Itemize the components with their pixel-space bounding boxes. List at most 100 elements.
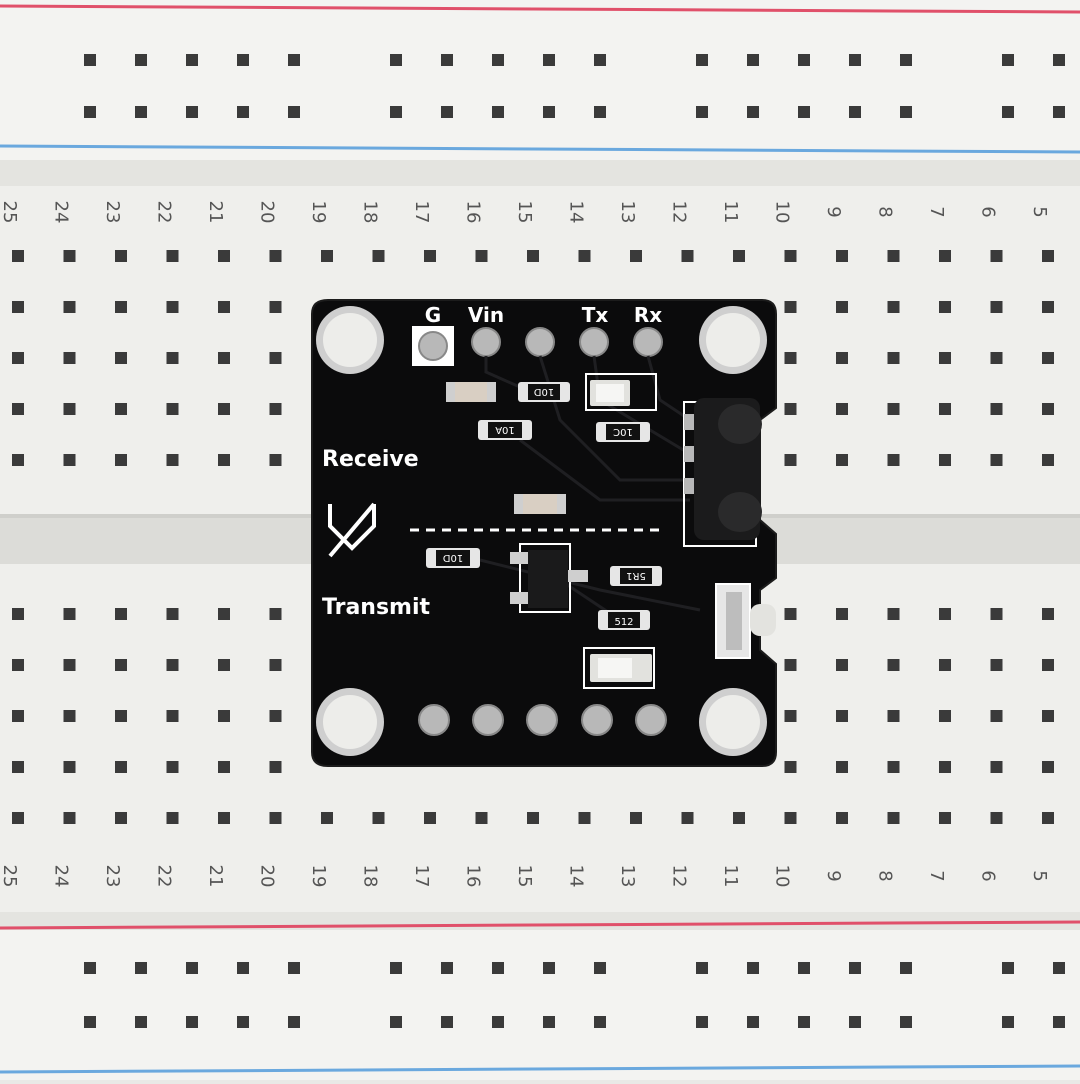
breadboard-hole (887, 250, 900, 262)
column-number: 14 (566, 865, 587, 888)
pin-label-g: G (425, 303, 441, 327)
breadboard-hole (836, 812, 848, 824)
breadboard-hole (527, 812, 539, 824)
rail-hole (1002, 1016, 1014, 1028)
breadboard-hole (1042, 608, 1054, 620)
column-number: 23 (102, 201, 123, 224)
breadboard-hole (887, 659, 900, 671)
breadboard-hole (115, 403, 127, 415)
svg-text:512: 512 (614, 617, 633, 628)
rail-hole (390, 962, 402, 974)
top-red-rail-line (0, 4, 1080, 14)
breadboard-hole (836, 250, 848, 262)
rail-hole (441, 54, 453, 66)
breadboard-hole (218, 454, 230, 466)
column-number: 11 (720, 201, 741, 224)
rail-hole (849, 1016, 861, 1028)
breadboard-hole (939, 608, 951, 620)
breadboard-hole (372, 812, 385, 824)
breadboard-hole (269, 352, 282, 364)
rail-hole (594, 1016, 606, 1028)
bottom-pad-3 (526, 704, 558, 736)
rail-hole (1053, 106, 1065, 118)
breadboard-hole (372, 250, 385, 262)
breadboard-hole (115, 301, 127, 313)
column-number: 11 (720, 865, 741, 888)
rail-hole (747, 962, 759, 974)
breadboard-hole (63, 710, 76, 722)
rail-hole (543, 106, 555, 118)
breadboard-hole (630, 250, 642, 262)
column-number: 22 (154, 865, 175, 888)
rail-hole (441, 1016, 453, 1028)
breadboard-hole (527, 250, 539, 262)
column-number: 10 (772, 865, 793, 888)
rail-hole (696, 54, 708, 66)
rail-hole (696, 962, 708, 974)
breadboard-hole (939, 403, 951, 415)
breadboard-hole (269, 761, 282, 773)
rail-hole (135, 962, 147, 974)
rail-hole (849, 106, 861, 118)
pin-label-vin: Vin (468, 303, 504, 327)
rail-hole (390, 106, 402, 118)
column-number: 25 (0, 865, 20, 888)
breadboard-hole (115, 608, 127, 620)
rail-hole (849, 962, 861, 974)
bottom-red-rail-line (0, 920, 1080, 930)
column-number: 19 (308, 201, 329, 224)
breadboard-hole (784, 659, 797, 671)
rail-hole (84, 106, 96, 118)
rail-hole (747, 1016, 759, 1028)
rail-hole (594, 962, 606, 974)
rail-hole (594, 106, 606, 118)
smd-resistor-bottom-left: 10D (426, 548, 480, 568)
breadboard-hole (784, 403, 797, 415)
rail-hole (237, 1016, 249, 1028)
bottom-pad-4 (581, 704, 613, 736)
breadboard-hole (784, 812, 797, 824)
smd-capacitor-2 (514, 494, 566, 514)
column-number: 18 (360, 865, 381, 888)
rail-hole (798, 106, 810, 118)
rail-hole (900, 54, 912, 66)
column-number: 13 (617, 201, 638, 224)
breadboard-hole (12, 710, 24, 722)
rail-hole (390, 54, 402, 66)
breadboard-hole (166, 454, 179, 466)
breadboard-hole (887, 454, 900, 466)
rail-hole (135, 1016, 147, 1028)
breadboard-hole (63, 812, 76, 824)
breadboard-hole (269, 710, 282, 722)
smd-capacitor-1 (446, 382, 496, 402)
breadboard-hole (269, 812, 282, 824)
breadboard-hole (166, 659, 179, 671)
breadboard-hole (115, 454, 127, 466)
rail-hole (135, 54, 147, 66)
column-number: 20 (257, 865, 278, 888)
rail-hole (492, 106, 504, 118)
breadboard-hole (784, 301, 797, 313)
breadboard-hole (166, 761, 179, 773)
breadboard-hole (269, 454, 282, 466)
pin-label-rx: Rx (634, 303, 662, 327)
rail-hole (237, 54, 249, 66)
led-bottom (583, 647, 655, 689)
smd-resistor-mid-left: 10A (478, 420, 532, 440)
breadboard-hole (166, 812, 179, 824)
rail-hole (900, 106, 912, 118)
breadboard-hole (424, 250, 436, 262)
breadboard-hole (733, 812, 745, 824)
breadboard-hole (1042, 659, 1054, 671)
ir-module: G Vin Tx Rx (311, 299, 777, 767)
breadboard-hole (63, 352, 76, 364)
breadboard-hole (269, 659, 282, 671)
breadboard-hole (887, 403, 900, 415)
breadboard-hole (939, 352, 951, 364)
breadboard-hole (733, 250, 745, 262)
rail-hole (186, 962, 198, 974)
sot23-transistor (510, 543, 588, 613)
mx-logo-icon (328, 502, 376, 558)
